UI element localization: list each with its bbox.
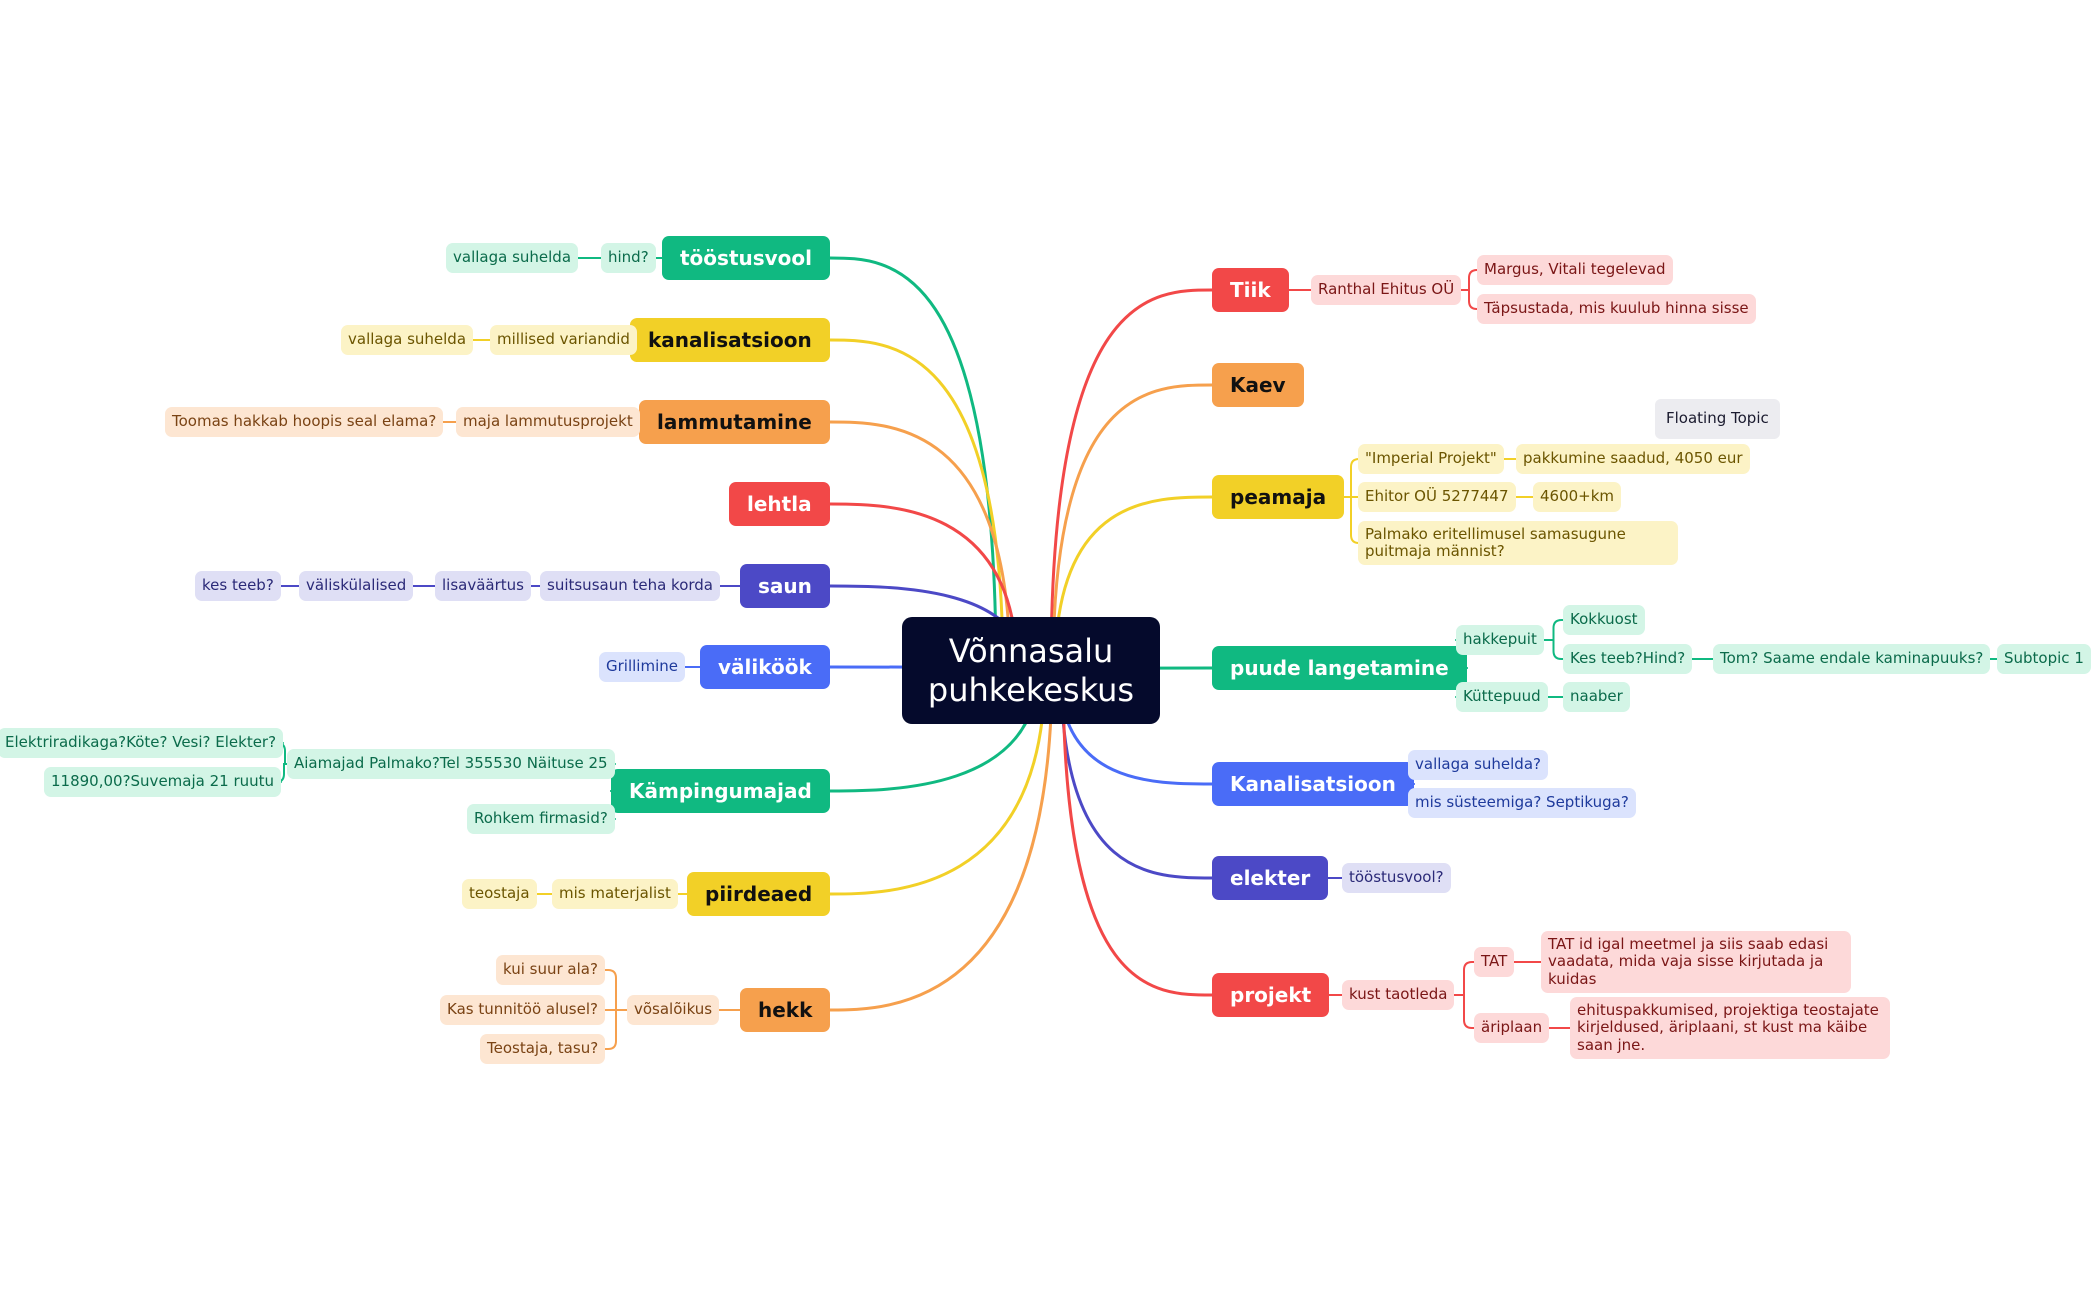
sub-connector: [1543, 639, 1564, 660]
subtopic-hakkepuit[interactable]: hakkepuit: [1456, 625, 1544, 655]
sub-connector: [1543, 619, 1564, 641]
subtopic-teostaja[interactable]: teostaja: [462, 879, 537, 909]
topic-elekter[interactable]: elekter: [1212, 856, 1329, 900]
topic-lammutamine[interactable]: lammutamine: [639, 400, 830, 444]
subtopic-suvemaja[interactable]: 11890,00?Suvemaja 21 ruutu: [44, 767, 282, 797]
topic-valikook[interactable]: väliköök: [700, 645, 830, 689]
subtopic-pakkumine-saadud[interactable]: pakkumine saadud, 4050 eur: [1516, 444, 1750, 474]
subtopic-valiskulalised[interactable]: väliskülalised: [299, 571, 414, 601]
sub-connector: [1460, 269, 1478, 291]
subtopic-vosaloikus[interactable]: võsalõikus: [627, 995, 720, 1025]
subtopic-toostusvool-q[interactable]: tööstusvool?: [1342, 863, 1451, 893]
subtopic-subtopic-1[interactable]: Subtopic 1: [1997, 644, 2091, 674]
topic-projekt[interactable]: projekt: [1212, 973, 1330, 1017]
sub-connector: [604, 969, 628, 1011]
sub-connector: [1453, 994, 1475, 1029]
subtopic-kes-teeb-hind[interactable]: Kes teeb?Hind?: [1563, 644, 1693, 674]
subtopic-hind[interactable]: hind?: [601, 243, 656, 273]
main-connector: [828, 256, 998, 672]
subtopic-ranthal-ehitus[interactable]: Ranthal Ehitus OÜ: [1311, 275, 1462, 305]
topic-toostusvool[interactable]: tööstusvool: [662, 236, 831, 280]
subtopic-millised-variandid[interactable]: millised variandid: [490, 325, 637, 355]
sub-connector: [1453, 961, 1475, 996]
subtopic-kust-taotleda[interactable]: kust taotleda: [1342, 980, 1455, 1010]
main-connector: [828, 668, 1047, 896]
subtopic-tom-kaminapuuks[interactable]: Tom? Saame endale kaminapuuks?: [1713, 644, 1991, 674]
topic-lehtla[interactable]: lehtla: [729, 482, 830, 526]
topic-piirdeaed[interactable]: piirdeaed: [687, 872, 831, 916]
topic-peamaja[interactable]: peamaja: [1212, 475, 1345, 519]
subtopic-4600-km[interactable]: 4600+km: [1533, 482, 1622, 512]
subtopic-kokkuost[interactable]: Kokkuost: [1563, 605, 1645, 635]
sub-connector: [1343, 458, 1360, 498]
subtopic-kes-teeb[interactable]: kes teeb?: [195, 571, 281, 601]
topic-kanalisatsioon-right[interactable]: Kanalisatsioon: [1212, 762, 1414, 806]
subtopic-rohkem-firmasid[interactable]: Rohkem firmasid?: [467, 804, 615, 834]
main-connector: [828, 420, 1012, 672]
subtopic-kui-suur-ala[interactable]: kui suur ala?: [496, 955, 605, 985]
subtopic-ehitor-ou[interactable]: Ehitor OÜ 5277447: [1358, 482, 1516, 512]
subtopic-grillimine[interactable]: Grillimine: [599, 652, 685, 682]
topic-hekk[interactable]: hekk: [740, 988, 831, 1032]
main-connector: [1051, 383, 1214, 672]
subtopic-mis-materjalist[interactable]: mis materjalist: [552, 879, 678, 909]
topic-kaev[interactable]: Kaev: [1212, 363, 1304, 407]
subtopic-maja-lammutusprojekt[interactable]: maja lammutusprojekt: [456, 407, 640, 437]
topic-kanalisatsioon[interactable]: kanalisatsioon: [630, 318, 830, 362]
subtopic-aiamajad-palmako[interactable]: Aiamajad Palmako?Tel 355530 Näituse 25: [287, 749, 615, 779]
main-connector: [828, 668, 1054, 1012]
subtopic-tat-details[interactable]: TAT id igal meetmel ja siis saab edasi v…: [1541, 931, 1851, 993]
subtopic-tat[interactable]: TAT: [1474, 947, 1515, 977]
subtopic-tapsustada[interactable]: Täpsustada, mis kuulub hinna sisse: [1477, 294, 1756, 324]
subtopic-tunnitoo[interactable]: Kas tunnitöö alusel?: [440, 995, 605, 1025]
topic-saun[interactable]: saun: [740, 564, 830, 608]
subtopic-lisavaartus[interactable]: lisaväärtus: [435, 571, 531, 601]
subtopic-teostaja-tasu[interactable]: Teostaja, tasu?: [480, 1034, 606, 1064]
topic-kampingumajad[interactable]: Kämpingumajad: [611, 769, 830, 813]
sub-connector: [604, 1009, 628, 1050]
subtopic-palmako-eritellimusel[interactable]: Palmako eritellimusel samasugune puitmaj…: [1358, 520, 1678, 565]
main-connector: [1053, 495, 1214, 672]
subtopic-naaber[interactable]: naaber: [1563, 682, 1630, 712]
subtopic-mis-susteemiga[interactable]: mis süsteemiga? Septikuga?: [1408, 788, 1636, 818]
subtopic-suitsusaun[interactable]: suitsusaun teha korda: [540, 571, 721, 601]
floating-topic[interactable]: Floating Topic: [1655, 399, 1780, 439]
subtopic-vallaga-suhelda-q[interactable]: vallaga suhelda?: [1408, 750, 1548, 780]
topic-tiik[interactable]: Tiik: [1212, 268, 1289, 312]
subtopic-elektriradikaga[interactable]: Elektriradikaga?Köte? Vesi? Elekter?: [0, 728, 284, 758]
sub-connector: [1343, 496, 1360, 544]
main-connector: [1049, 288, 1214, 672]
sub-connector: [1460, 289, 1478, 310]
subtopic-ariplaan-details[interactable]: ehituspakkumised, projektiga teostajate …: [1570, 997, 1890, 1059]
main-connector: [1061, 668, 1214, 997]
subtopic-margus-vitali[interactable]: Margus, Vitali tegelevad: [1477, 255, 1673, 285]
main-connector: [828, 502, 1019, 672]
subtopic-kuttepuud[interactable]: Küttepuud: [1456, 682, 1548, 712]
subtopic-vallaga-suhelda-2[interactable]: vallaga suhelda: [341, 325, 474, 355]
subtopic-vallaga-suhelda-1[interactable]: vallaga suhelda: [446, 243, 579, 273]
topic-puude-langetamine[interactable]: puude langetamine: [1212, 646, 1467, 690]
subtopic-ariplaan[interactable]: äriplaan: [1474, 1013, 1550, 1043]
central-topic[interactable]: Võnnasalu puhkekeskus: [902, 617, 1160, 724]
subtopic-imperial-projekt[interactable]: "Imperial Projekt": [1358, 444, 1504, 474]
subtopic-toomas[interactable]: Toomas hakkab hoopis seal elama?: [165, 407, 444, 437]
